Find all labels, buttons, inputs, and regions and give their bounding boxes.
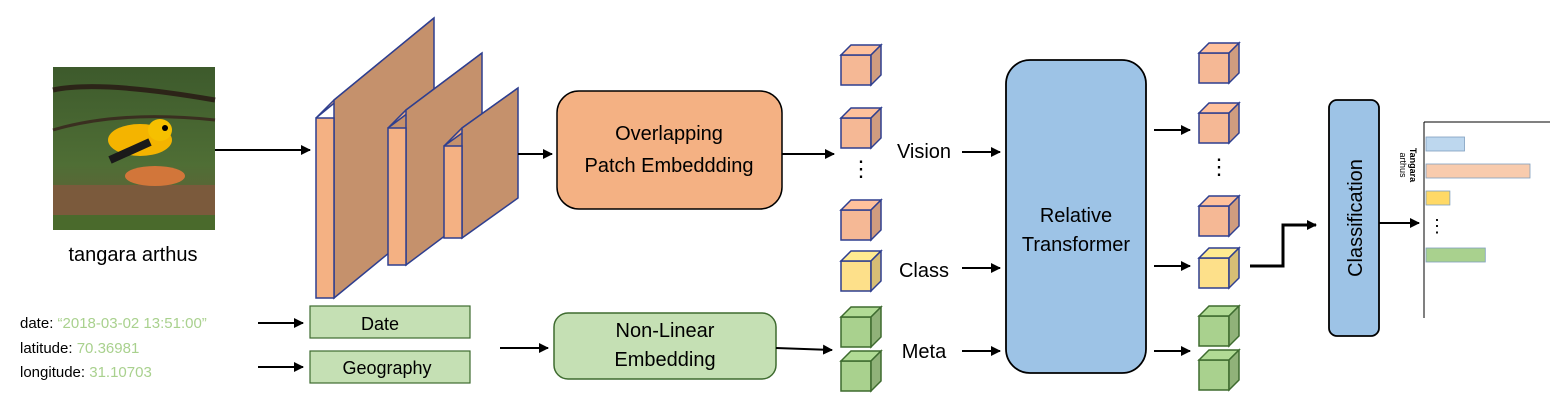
- input-vision-token-1: [839, 106, 883, 150]
- meta-latitude-line: latitude: 70.36981: [20, 340, 139, 357]
- meta-date-line: date: “2018-03-02 13:51:00”: [20, 315, 207, 332]
- nonlinear-embedding-label-line2: Embedding: [614, 349, 715, 371]
- input-meta-token-5: [839, 349, 883, 393]
- feature-map-3: [443, 86, 519, 240]
- bird-photo: [52, 67, 216, 230]
- date-block-label: Date: [361, 314, 399, 334]
- token-label-meta: Meta: [902, 341, 947, 363]
- chart-bar-2: [1425, 190, 1451, 206]
- nonlinear-embedding-label-line1: Non-Linear: [616, 320, 715, 342]
- output-vision-token-1: [1197, 101, 1241, 145]
- meta-date-value: “2018-03-02 13:51:00”: [58, 315, 207, 332]
- meta-latitude-value: 70.36981: [77, 340, 140, 357]
- chart-bar-0: [1425, 136, 1465, 152]
- classification-label: Classification: [1345, 159, 1367, 277]
- output-meta-token-5: [1197, 348, 1241, 392]
- nonlinear-embedding-block: [553, 312, 777, 380]
- prediction-chart: Tangara arthus ⋮: [1398, 121, 1550, 318]
- meta-longitude-line: longitude: 31.10703: [20, 364, 152, 381]
- output-class-token-3: [1197, 246, 1241, 290]
- geography-block-label: Geography: [342, 358, 431, 378]
- classification-block: [1328, 99, 1380, 337]
- species-label: tangara arthus: [69, 244, 198, 266]
- meta-latitude-key: latitude:: [20, 340, 77, 357]
- transformer-label-line1: Relative: [1040, 205, 1112, 227]
- feature-map-stack: [315, 16, 519, 300]
- arrow-embedding-to-meta-tokens: [775, 344, 833, 355]
- meta-longitude-value: 31.10703: [89, 364, 152, 381]
- token-label-vision: Vision: [897, 141, 951, 163]
- input-vision-token-0: [839, 43, 883, 87]
- chart-bar-1: [1425, 163, 1531, 179]
- patch-embedding-block: [556, 90, 783, 210]
- chart-bar-3: [1425, 247, 1486, 263]
- chart-label-line1: Tangara: [1408, 148, 1418, 183]
- output-token-column: [1197, 41, 1241, 392]
- chart-bars: [1425, 136, 1531, 263]
- geography-block: [309, 350, 471, 384]
- token-label-class: Class: [899, 260, 949, 282]
- input-vision-ellipsis: ⋮: [850, 156, 872, 181]
- chart-ellipsis: ⋮: [1428, 216, 1446, 236]
- output-vision-token-2: [1197, 194, 1241, 238]
- meta-date-key: date:: [20, 315, 58, 332]
- input-vision-token-2: [839, 198, 883, 242]
- patch-embedding-label-line1: Overlapping: [615, 123, 723, 145]
- relative-transformer-block: [1005, 59, 1147, 374]
- input-meta-token-4: [839, 305, 883, 349]
- output-vision-token-0: [1197, 41, 1241, 85]
- date-block: [309, 305, 471, 339]
- arrow-class-to-classifier: [1250, 220, 1317, 268]
- output-meta-token-4: [1197, 304, 1241, 348]
- chart-label-line2: arthus: [1398, 152, 1408, 178]
- patch-embedding-label-line2: Patch Embeddding: [584, 155, 753, 177]
- output-vision-ellipsis: ⋮: [1208, 154, 1230, 179]
- transformer-label-line2: Transformer: [1022, 234, 1131, 256]
- input-token-column: [839, 43, 883, 393]
- meta-longitude-key: longitude:: [20, 364, 89, 381]
- input-class-token-3: [839, 249, 883, 293]
